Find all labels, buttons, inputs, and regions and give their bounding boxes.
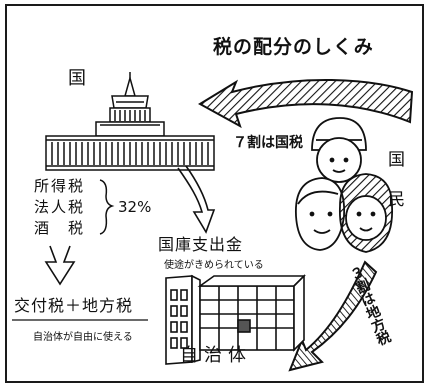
label-use-specified: 使途がきめられている <box>164 260 264 271</box>
label-local-government: 自治体 <box>180 345 252 366</box>
label-citizens-part1: 国 <box>388 150 405 170</box>
diagram-frame <box>5 4 424 383</box>
arrow-kokko <box>177 165 216 234</box>
tax-share-percent: 32% <box>118 198 152 216</box>
diagram-title: 税の配分のしくみ <box>213 36 374 58</box>
arrow-to-national-tax <box>198 79 414 129</box>
city-hall-icon <box>165 274 306 365</box>
label-grant-plus-local-tax: 交付税＋地方税 <box>14 296 134 315</box>
tax-item-liquor: 酒 税 <box>34 219 86 237</box>
tax-brace <box>99 179 115 235</box>
tax-item-income: 所得税 <box>34 177 86 195</box>
label-free-use: 自治体が自由に使える <box>33 332 133 343</box>
label-national-treasury-disbursement: 国庫支出金 <box>158 235 244 254</box>
label-national-government: 国 <box>68 68 86 89</box>
tax-item-corporate: 法人税 <box>34 198 86 216</box>
label-citizens-part2: 民 <box>388 190 405 210</box>
arrow-kofu <box>44 245 76 286</box>
national-diet-building-icon <box>45 72 215 171</box>
label-national-tax-share: ７割は国税 <box>233 135 303 151</box>
arrow-to-local-tax <box>288 260 378 372</box>
citizens-icon <box>295 117 393 253</box>
